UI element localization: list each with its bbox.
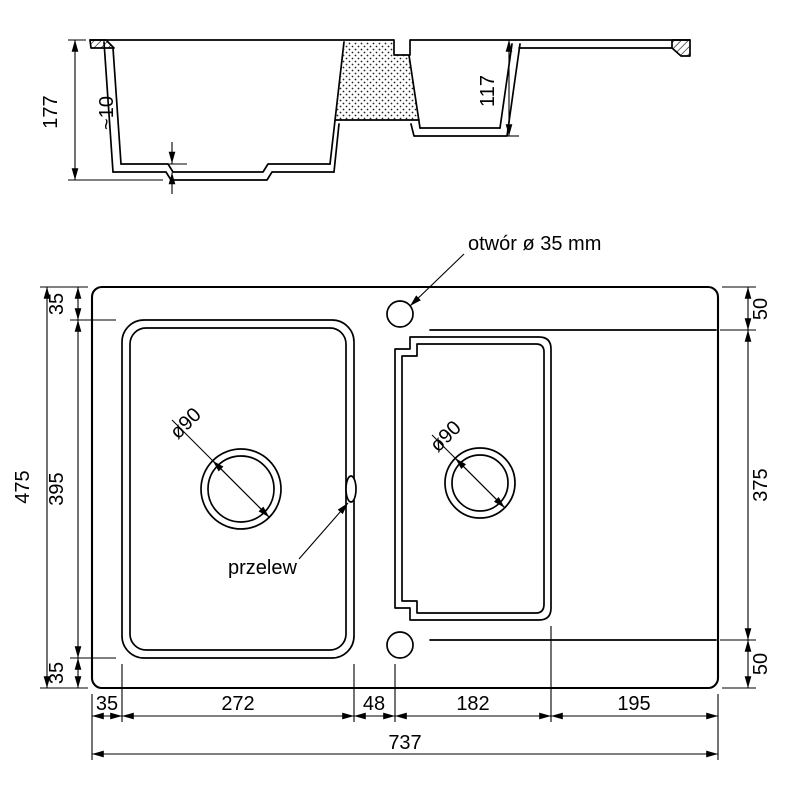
drain-diameter-arrow <box>240 488 270 518</box>
width-total-label: 737 <box>388 732 421 754</box>
left-chain-bottom-label: 35 <box>46 662 68 684</box>
overflow-hole <box>345 475 357 503</box>
tap-hole-bottom <box>386 631 414 659</box>
right-chain-bottom-label: 50 <box>750 653 772 675</box>
right-basin-outer <box>394 336 552 621</box>
right-drain-outer-ring <box>444 447 516 519</box>
right-basin-inner <box>401 343 545 614</box>
bottom-chain-label-3: 48 <box>363 693 385 715</box>
left-basin-outer <box>121 319 355 659</box>
depth-step-label: ~10 <box>96 96 118 130</box>
drain-diameter-arrow <box>454 457 481 484</box>
divider-material <box>335 42 419 120</box>
left-bowl-inner-bottom <box>120 163 331 173</box>
tap-hole-leader <box>409 253 465 307</box>
drain-diameter-arrow <box>479 482 506 509</box>
bottom-chain-label-5: 195 <box>617 693 650 715</box>
right-bowl-left-wall <box>406 41 421 129</box>
left-bowl-outer-wall <box>103 41 114 173</box>
right-chain-top-label: 50 <box>750 298 772 320</box>
right-drain-inner-ring <box>451 454 509 512</box>
left-bowl-outer-bottom <box>112 171 335 181</box>
bottom-chain-label-2: 272 <box>221 693 254 715</box>
right-bowl-outer-bottom <box>410 43 521 137</box>
left-edge-cap <box>89 39 115 49</box>
bottom-chain-label-1: 35 <box>96 693 118 715</box>
tap-hole-notch <box>393 39 411 56</box>
sink-outer-edge <box>90 285 720 690</box>
height-total-label: 475 <box>12 470 34 503</box>
left-bowl-inner-wall <box>112 47 122 165</box>
bottom-chain-label-4: 182 <box>456 693 489 715</box>
plan-view: otwór ø 35 mm przelew ø90 ø90 475 35 395… <box>12 233 772 760</box>
depth-right-bowl-label: 117 <box>477 75 499 107</box>
drain-diameter-arrow <box>212 460 242 490</box>
tap-hole-notch-fill <box>394 38 410 56</box>
right-chain-mid-label: 375 <box>750 468 772 501</box>
overflow-callout-label: przelew <box>228 557 297 579</box>
tap-hole-callout-label: otwór ø 35 mm <box>468 233 601 255</box>
overflow-leader <box>298 502 349 560</box>
depth-total-label: 177 <box>40 95 62 128</box>
left-basin-inner <box>129 327 347 651</box>
tap-hole-top <box>386 300 414 328</box>
left-drain-outer-ring <box>200 448 282 530</box>
divider-connector <box>333 123 340 173</box>
right-edge-cap <box>671 39 691 57</box>
section-view: 177 ~10 117 <box>40 38 691 194</box>
right-drain-diameter-label: ø90 <box>426 417 466 457</box>
left-chain-top-label: 35 <box>46 293 68 315</box>
left-drain-inner-ring <box>207 455 275 523</box>
left-chain-mid-label: 395 <box>46 472 68 505</box>
left-drain-diameter-label: ø90 <box>166 404 206 444</box>
